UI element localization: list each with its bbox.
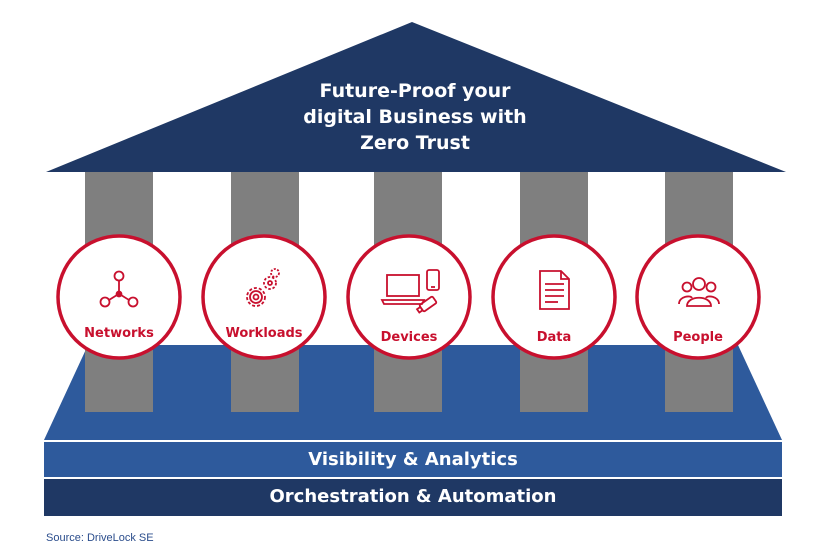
roof-title: Future-Proof your digital Business with …: [230, 78, 600, 156]
people-icon: [678, 277, 720, 307]
pillar-circle-workloads: [201, 234, 327, 360]
roof-title-line-3: Zero Trust: [360, 132, 470, 154]
pillar-label-networks: Networks: [84, 326, 154, 341]
source-caption: Source: DriveLock SE: [46, 532, 154, 544]
pillar-circle-devices: [346, 234, 472, 360]
pillar-label-workloads: Workloads: [225, 326, 303, 341]
devices-icon: [380, 269, 440, 314]
pillar-label-people: People: [673, 330, 723, 345]
pillar-label-data: Data: [536, 330, 572, 345]
roof: [46, 22, 786, 172]
orchestration-band: [44, 479, 782, 516]
pillar-circle-data: [491, 234, 617, 360]
roof-title-line-2: digital Business with: [303, 106, 527, 128]
visibility-analytics-label: Visibility & Analytics: [308, 449, 518, 470]
visibility-band: [44, 442, 782, 477]
document-icon: [539, 270, 570, 310]
gears-icon: [246, 268, 280, 307]
orchestration-automation-label: Orchestration & Automation: [269, 486, 557, 507]
pillar-label-devices: Devices: [380, 330, 438, 345]
network-icon: [99, 270, 139, 308]
pillar-circles: [56, 234, 761, 360]
roof-title-line-1: Future-Proof your: [319, 80, 511, 102]
